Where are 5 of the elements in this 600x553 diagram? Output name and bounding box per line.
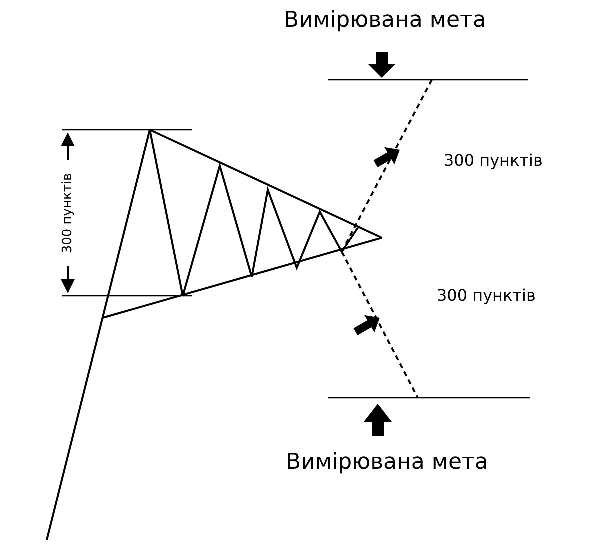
- distance-label: 300 пунктів: [444, 151, 543, 170]
- target-label: Вимірювана мета: [284, 8, 486, 33]
- distance-label: 300 пунктів: [60, 172, 76, 254]
- target-label: Вимірювана мета: [286, 450, 488, 475]
- distance-label: 300 пунктів: [437, 286, 536, 305]
